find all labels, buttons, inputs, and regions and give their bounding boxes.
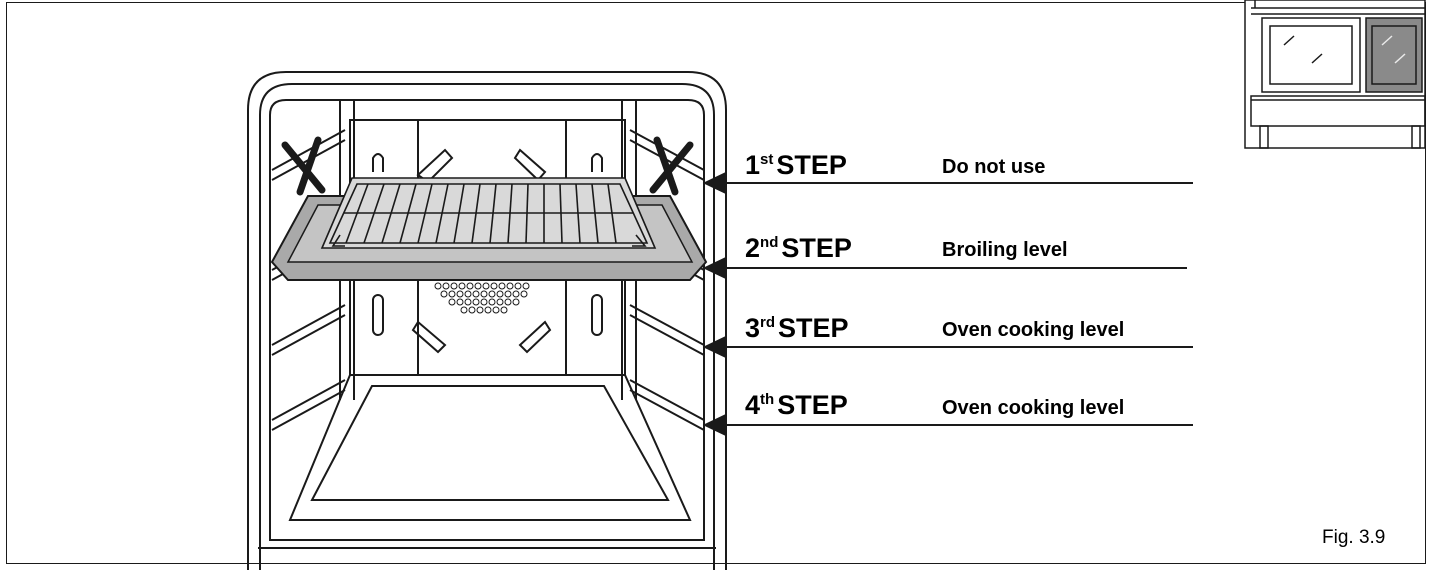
- step-ordinal-suffix: rd: [760, 314, 776, 331]
- grill-rack-icon: [320, 177, 657, 249]
- range-cooker-icon: [1244, 0, 1426, 149]
- step-word: STEP: [778, 313, 849, 343]
- step-number: 4: [745, 390, 761, 420]
- step-number: 3: [745, 313, 761, 343]
- figure-frame: [6, 2, 1426, 564]
- oven-interior-icon: [247, 71, 727, 570]
- step-word: STEP: [781, 233, 852, 263]
- step-1-description: Do not use: [942, 156, 1046, 178]
- step-ordinal-suffix: nd: [760, 234, 779, 251]
- step-ordinal-suffix: st: [760, 151, 774, 168]
- fan-vent-holes: [434, 282, 530, 314]
- step-word: STEP: [776, 150, 847, 180]
- step-number: 1: [745, 150, 761, 180]
- step-word: STEP: [777, 390, 848, 420]
- x-mark-icon: [281, 136, 694, 196]
- figure-label: Fig. 3.9: [1322, 527, 1386, 548]
- step-2-description: Broiling level: [942, 239, 1068, 261]
- step-ordinal-suffix: th: [760, 391, 775, 408]
- step-3-description: Oven cooking level: [942, 319, 1125, 341]
- leader-lines: [702, 172, 1193, 436]
- step-number: 2: [745, 233, 761, 263]
- step-4-description: Oven cooking level: [942, 397, 1125, 419]
